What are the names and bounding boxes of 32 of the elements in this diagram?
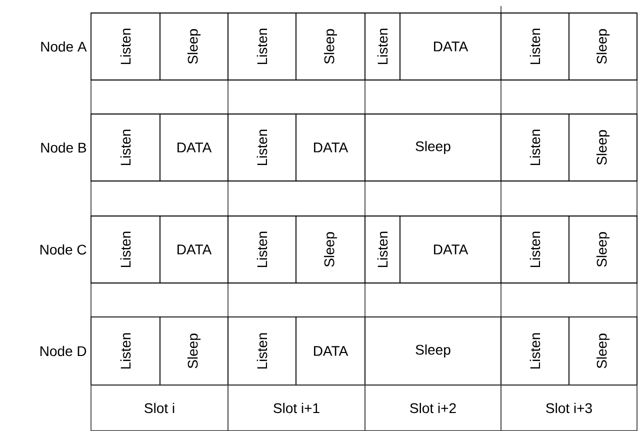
slot-cell: Listen (500, 216, 570, 284)
slot-cell: Listen (364, 216, 400, 284)
slot-cell: Listen (228, 216, 296, 284)
slot-cell: Listen (90, 216, 160, 284)
slot-cell: Listen (90, 12, 160, 80)
slot-cell: Listen (228, 316, 296, 386)
slot-cell: Sleep (296, 216, 366, 284)
slot-label: Slot i (90, 384, 228, 431)
slot-cell: DATA (160, 114, 228, 182)
slot-cell: Sleep (364, 316, 502, 386)
slot-cell: Listen (500, 12, 570, 80)
slot-cell: Listen (500, 114, 570, 182)
slot-cell: Sleep (568, 316, 638, 386)
slot-cell: Sleep (160, 12, 228, 80)
slot-cell: Listen (364, 12, 400, 80)
slot-cell: Listen (228, 114, 296, 182)
slot-cell: DATA (160, 216, 228, 284)
slot-cell: Listen (90, 114, 160, 182)
slot-cell: DATA (296, 316, 366, 386)
slot-label: Slot i+3 (500, 384, 638, 431)
slot-cell: Sleep (160, 316, 228, 386)
slot-cell: Sleep (568, 216, 638, 284)
slot-cell: Sleep (568, 12, 638, 80)
slot-label: Slot i+2 (364, 384, 502, 431)
slot-cell: Sleep (296, 12, 366, 80)
slot-label: Slot i+1 (228, 384, 366, 431)
slot-cell: Listen (500, 316, 570, 386)
slot-cell: Listen (90, 316, 160, 386)
slot-cell: DATA (296, 114, 366, 182)
slot-cell: Sleep (364, 114, 502, 182)
slot-cell: Sleep (568, 114, 638, 182)
slot-cell: Listen (228, 12, 296, 80)
